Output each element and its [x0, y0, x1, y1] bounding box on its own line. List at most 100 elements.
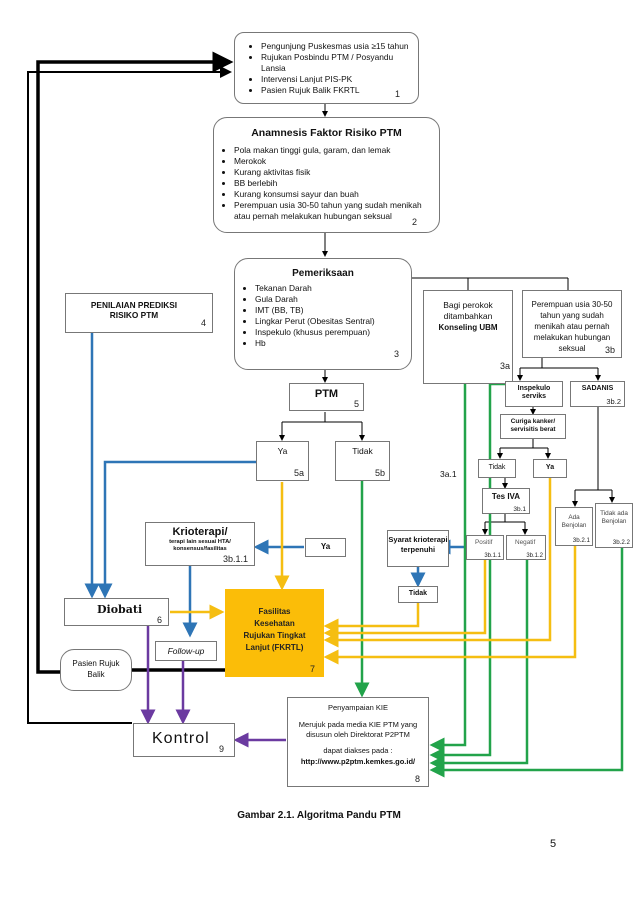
follow-up-box: Follow-up — [155, 641, 217, 661]
kie-box: Penyampaian KIE Merujuk pada media KIE P… — [287, 697, 429, 787]
tidak-small-label: Tidak — [488, 464, 506, 471]
step-number: 3a — [499, 361, 510, 371]
tidak-label: Tidak — [352, 446, 373, 456]
syarat-text: Syarat krioterapi terpenuhi — [388, 535, 448, 554]
tes-iva-box: Tes IVA 3b.1 — [482, 488, 530, 514]
pemeriksaan-title: Pemeriksaan — [292, 268, 354, 279]
ptm-title: PTM — [314, 388, 339, 400]
negatif-box: Negatif 3b.1.2 — [506, 535, 546, 560]
tidak-ada-benjolan-text: Tidak ada Benjolan — [600, 510, 628, 525]
step-number: 2 — [411, 217, 417, 227]
perempuan-box: Perempuan usia 30-50 tahun yang sudah me… — [522, 290, 622, 358]
fkrtl-text: Fasilitas Kesehatan Rujukan Tingkat Lanj… — [243, 607, 306, 652]
tes-iva-title: Tes IVA — [491, 492, 521, 501]
risk-factor: Perempuan usia 30-50 tahun yang sudah me… — [234, 200, 439, 222]
krioterapi-box: Krioterapi/ terapi lain sesuai HTA/ kons… — [145, 522, 255, 566]
entry-item: Pengunjung Puskesmas usia ≥15 tahun — [261, 41, 418, 52]
penilaian-title: PENILAIAN PREDIKSI RISIKO PTM — [90, 300, 178, 320]
inspekulo-text: Inspekulo serviks — [517, 385, 551, 400]
follow-up-text: Follow-up — [167, 646, 205, 656]
step-number: 3b.1.1 — [484, 553, 501, 559]
konseling-ubm-text: Konseling UBM — [438, 323, 498, 332]
figure-caption: Gambar 2.1. Algoritma Pandu PTM — [237, 810, 401, 821]
positif-label: Positif — [475, 539, 493, 546]
risk-factor: BB berlebih — [234, 178, 439, 189]
exam-item: Tekanan Darah — [255, 283, 411, 294]
positif-box: Positif 3b.1.1 — [466, 535, 504, 560]
krioterapi-sub: terapi lain sesuai HTA/ konsensus/fasili… — [169, 539, 231, 552]
step-number: 7 — [309, 664, 315, 674]
sadanis-text: SADANIS — [581, 385, 614, 392]
kie-access-text: dapat diakses pada : — [323, 746, 393, 755]
ya-5a-box: Ya 5a — [256, 441, 309, 481]
exam-item: Inspekulo (khusus perempuan) — [255, 327, 411, 338]
anamnesis-box: Anamnesis Faktor Risiko PTM Pola makan t… — [213, 117, 440, 233]
ada-benjolan-box: Ada Benjolan 3b.2.1 — [555, 507, 593, 546]
step-number: 5 — [353, 399, 359, 409]
page-number: 5 — [550, 838, 557, 850]
step-number: 3b.2 — [606, 397, 621, 406]
kie-title: Penyampaian KIE — [327, 703, 389, 712]
step-number: 5b — [374, 468, 385, 478]
ya-mid-box: Ya — [305, 538, 346, 557]
perokok-box: Bagi perokok ditambahkan Konseling UBM 3… — [423, 290, 513, 384]
ya-mid-label: Ya — [320, 542, 331, 551]
syarat-box: Syarat krioterapi terpenuhi — [387, 530, 449, 567]
tidak-mid-box: Tidak — [398, 586, 438, 603]
curiga-box: Curiga kanker/ servisitis berat — [500, 414, 566, 439]
ya-small-box: Ya — [533, 459, 567, 478]
exam-item: Hb — [255, 338, 411, 349]
label-3a1: 3a.1 — [440, 469, 457, 479]
kontrol-title: Kontrol — [152, 730, 210, 747]
tidak-mid-label: Tidak — [408, 590, 428, 597]
risk-factor: Pola makan tinggi gula, garam, dan lemak — [234, 145, 439, 156]
ada-benjolan-text: Ada Benjolan — [561, 514, 587, 529]
curiga-text: Curiga kanker/ servisitis berat — [510, 418, 556, 433]
kie-url[interactable]: http://www.p2ptm.kemkes.go.id/ — [300, 757, 416, 766]
entry-item: Rujukan Posbindu PTM / Posyandu Lansia — [261, 52, 418, 74]
step-number: 1 — [394, 89, 400, 99]
kontrol-box: Kontrol 9 — [133, 723, 235, 757]
risk-factor: Kurang konsumsi sayur dan buah — [234, 189, 439, 200]
fkrtl-box: Fasilitas Kesehatan Rujukan Tingkat Lanj… — [225, 589, 324, 677]
step-number: 5a — [293, 468, 304, 478]
risk-factor: Merokok — [234, 156, 439, 167]
step-number: 3 — [393, 349, 399, 359]
krioterapi-title: Krioterapi/ — [172, 526, 228, 538]
step-number: 3b.1.1 — [222, 554, 248, 564]
step-number: 3b — [604, 345, 615, 355]
step-number: 6 — [156, 615, 162, 625]
inspekulo-box: Inspekulo serviks — [505, 381, 563, 407]
ptm-box: PTM 5 — [289, 383, 364, 411]
step-number: 3b.1.2 — [526, 553, 543, 559]
anamnesis-title: Anamnesis Faktor Risiko PTM — [251, 127, 402, 139]
diobati-title: Diobati — [97, 603, 143, 616]
step-number: 3b.1 — [513, 506, 526, 513]
penilaian-risiko-box: PENILAIAN PREDIKSI RISIKO PTM 4 — [65, 293, 213, 333]
step-number: 9 — [218, 744, 224, 754]
pasien-rujuk-balik-text: Pasien Rujuk Balik — [72, 659, 120, 679]
step-number: 8 — [414, 774, 420, 784]
step-number: 3b.2.1 — [572, 537, 590, 544]
entry-box: Pengunjung Puskesmas usia ≥15 tahun Ruju… — [234, 32, 419, 104]
tidak-small-box: Tidak — [478, 459, 516, 478]
tidak-ada-benjolan-box: Tidak ada Benjolan 3b.2.2 — [595, 503, 633, 548]
step-number: 3b.2.2 — [612, 539, 630, 546]
entry-item: Intervensi Lanjut PIS-PK — [261, 74, 418, 85]
perokok-text: Bagi perokok ditambahkan — [443, 300, 493, 321]
exam-item: Gula Darah — [255, 294, 411, 305]
step-number: 4 — [200, 318, 206, 328]
exam-item: Lingkar Perut (Obesitas Sentral) — [255, 316, 411, 327]
entry-item: Pasien Rujuk Balik FKRTL — [261, 85, 418, 96]
exam-item: IMT (BB, TB) — [255, 305, 411, 316]
risk-factor: Kurang aktivitas fisik — [234, 167, 439, 178]
kie-text: Merujuk pada media KIE PTM yang disusun … — [298, 720, 418, 739]
tidak-5b-box: Tidak 5b — [335, 441, 390, 481]
pemeriksaan-box: Pemeriksaan Tekanan Darah Gula Darah IMT… — [234, 258, 412, 370]
pasien-rujuk-balik-box: Pasien Rujuk Balik — [60, 649, 132, 691]
negatif-label: Negatif — [515, 539, 536, 546]
sadanis-box: SADANIS 3b.2 — [570, 381, 625, 407]
ya-label: Ya — [277, 446, 288, 456]
perempuan-text: Perempuan usia 30-50 tahun yang sudah me… — [531, 300, 613, 353]
